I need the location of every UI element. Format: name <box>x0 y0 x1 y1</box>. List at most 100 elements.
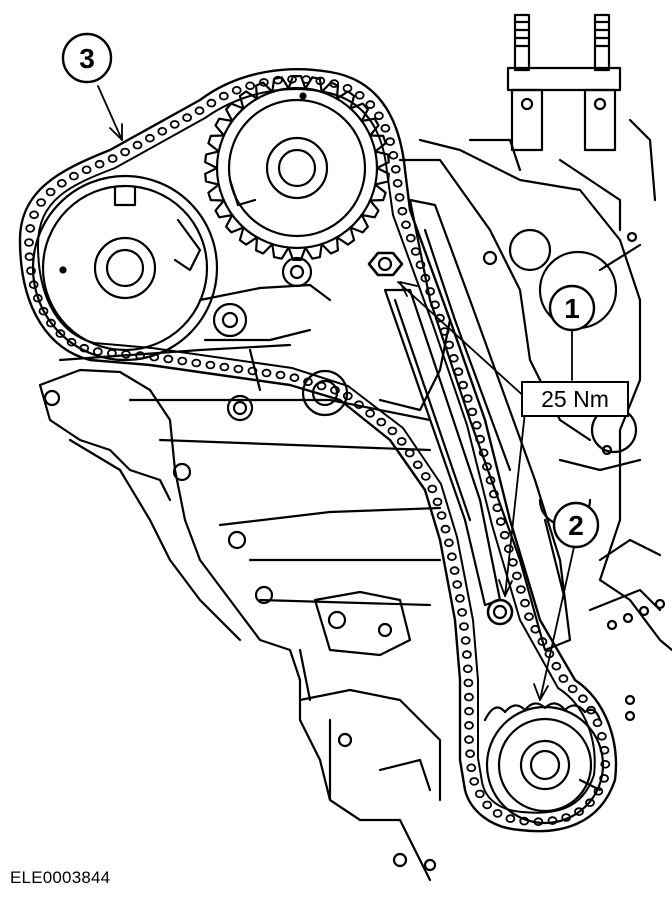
chain-link <box>169 120 180 129</box>
chain-link <box>516 585 526 594</box>
guide-bolt-upper <box>367 251 404 277</box>
chain-link <box>28 280 39 290</box>
chain-link <box>365 409 376 418</box>
chain-link <box>512 571 522 581</box>
chain-link <box>392 179 403 188</box>
chain-link <box>439 327 450 336</box>
chain-link <box>353 400 364 410</box>
chain-link <box>69 171 79 181</box>
sprocket-teeth <box>204 75 390 261</box>
chain-link <box>457 608 468 617</box>
chain-link <box>92 347 103 356</box>
chain-link <box>592 718 603 728</box>
chain-link <box>32 293 43 303</box>
chain-link <box>289 373 300 383</box>
chain-link <box>405 233 416 243</box>
chain-link <box>469 777 480 786</box>
chain-link <box>66 337 77 347</box>
chain-link <box>231 86 242 95</box>
timing-chain <box>18 68 618 833</box>
chain-link <box>315 76 326 86</box>
chain-link <box>107 348 117 358</box>
chain-link <box>474 789 485 799</box>
chain-link <box>446 552 457 561</box>
chain-link <box>219 362 230 372</box>
chain-link <box>443 538 454 548</box>
chain-link <box>385 137 396 146</box>
chain-link <box>94 159 105 169</box>
chain-link <box>149 352 160 362</box>
torque-label-box: 25 Nm <box>521 381 629 417</box>
chain-link <box>404 448 415 458</box>
chain-link <box>459 622 469 631</box>
chain-link <box>45 187 56 197</box>
chain-link <box>25 224 36 233</box>
callout-1-number: 1 <box>564 293 580 324</box>
chain-link <box>427 484 438 494</box>
chain-link <box>478 448 489 458</box>
chain-link <box>599 774 609 783</box>
chain-link <box>81 165 92 175</box>
chain-link <box>38 306 49 316</box>
chain-link <box>410 247 421 256</box>
chain-link <box>420 273 431 283</box>
chain-link <box>412 460 423 470</box>
chain-link <box>177 356 188 366</box>
callout-2-number: 2 <box>568 510 584 541</box>
chain-link <box>376 417 387 427</box>
chain-link <box>365 100 376 109</box>
chain-link <box>394 193 405 202</box>
chain-link <box>463 678 474 688</box>
chain-link <box>464 706 474 716</box>
chain-link <box>464 735 474 744</box>
chain-link <box>519 816 530 826</box>
chain-link <box>390 165 401 174</box>
chain-link <box>157 127 168 136</box>
chain-link <box>585 798 595 807</box>
chain-link <box>520 598 530 608</box>
chain-link <box>191 358 202 368</box>
chain-link <box>597 731 607 741</box>
chain-link <box>330 385 340 395</box>
chain-link <box>530 624 541 634</box>
chain-link <box>537 637 548 646</box>
chain-link <box>508 558 518 567</box>
chain-link <box>467 407 478 417</box>
leader-1-to-upper-bolt <box>397 281 529 401</box>
chain-link <box>218 91 229 101</box>
chain-link <box>471 420 482 430</box>
chain-link <box>432 497 443 507</box>
leader-1-to-lower-bolt <box>504 411 526 597</box>
chain-link <box>121 350 131 359</box>
torque-label: 25 Nm <box>541 386 609 412</box>
chain-link <box>454 594 465 603</box>
chain-link <box>464 721 474 730</box>
chain-link <box>593 786 604 796</box>
chain-link <box>452 580 463 589</box>
chain-link <box>261 368 272 378</box>
chain-link <box>380 124 391 133</box>
chain-tensioner-arm <box>408 198 572 652</box>
chain-link <box>245 81 256 91</box>
chain-link <box>132 140 143 150</box>
chain-link <box>396 437 407 446</box>
chain-link <box>578 694 588 703</box>
chain-link <box>135 351 146 360</box>
chain-link <box>492 809 503 818</box>
chain-link <box>551 661 562 671</box>
chain-link <box>397 206 408 216</box>
chain-link <box>533 817 544 826</box>
chain-link <box>492 503 503 513</box>
chain-link <box>233 364 244 374</box>
chain-link <box>463 692 474 702</box>
leader-2-to-crank <box>539 546 575 701</box>
chain-link <box>462 394 473 403</box>
chain-link <box>401 220 411 230</box>
chain-link <box>574 807 584 816</box>
chain-link <box>488 489 499 499</box>
chain-link <box>387 426 398 436</box>
chain-link <box>558 674 569 683</box>
chain-link <box>275 370 286 380</box>
chain-link <box>206 98 217 108</box>
